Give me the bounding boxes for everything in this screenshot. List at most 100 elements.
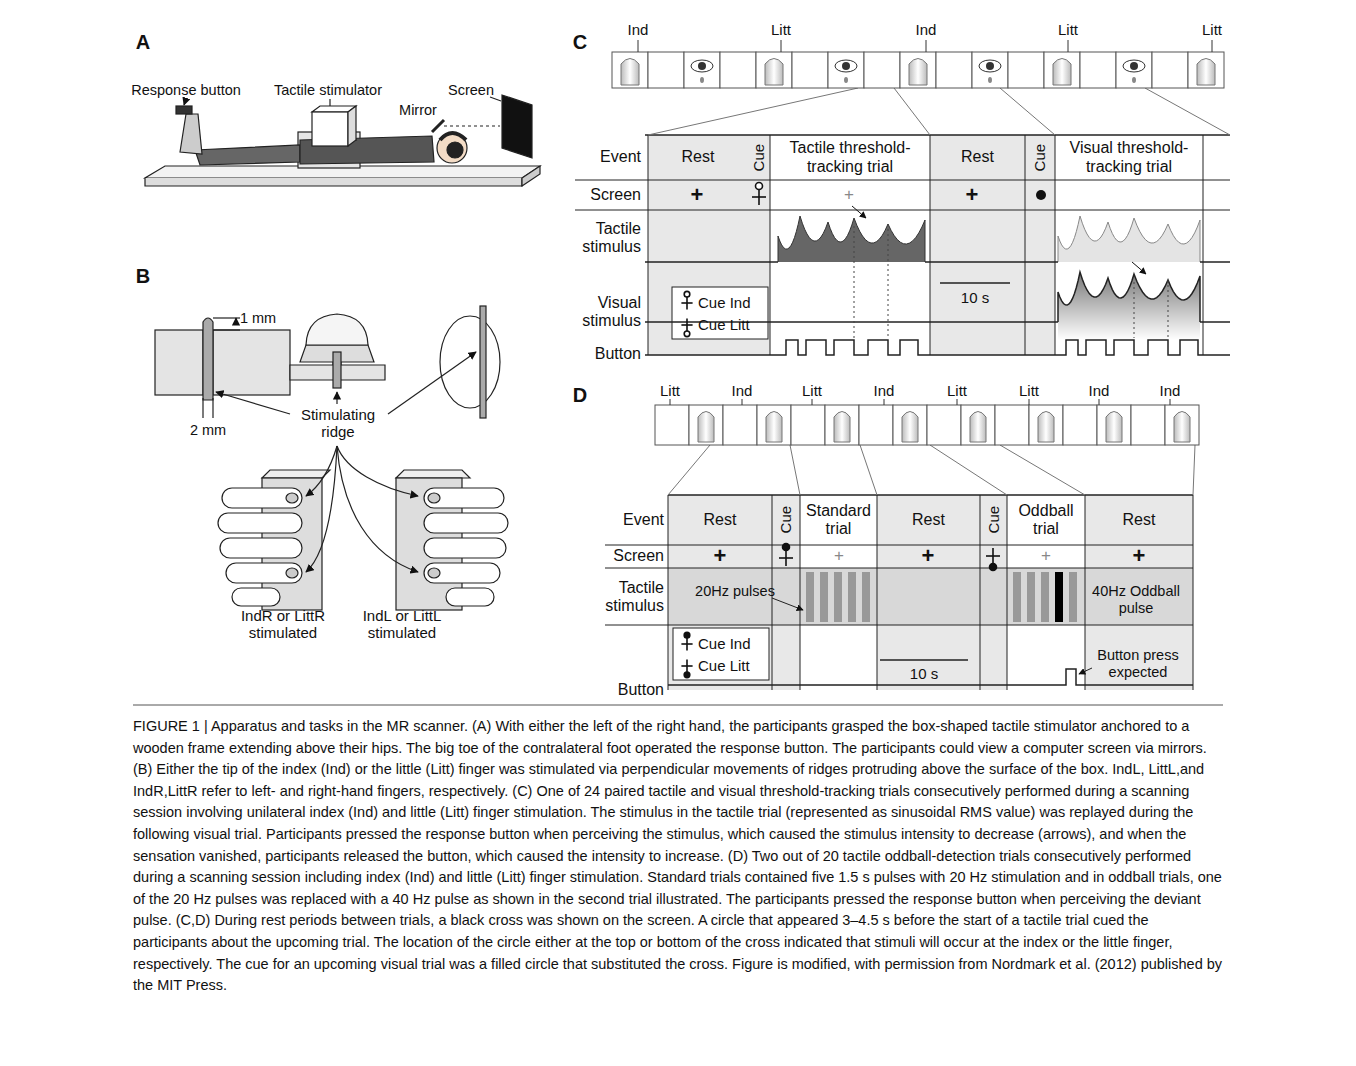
replayed-tactile-waveform	[1058, 216, 1200, 262]
stimulator-illustration	[262, 470, 330, 478]
timeline-table-d	[668, 445, 710, 495]
tactile-baseline	[925, 261, 1058, 263]
strip-frame	[961, 405, 995, 445]
timeline-table-d	[605, 625, 1193, 626]
cue-symbol	[684, 672, 690, 678]
stimulator-illustration	[155, 330, 203, 395]
stimulator-illustration	[424, 563, 500, 583]
cue-symbol	[681, 302, 692, 304]
figure-caption: FIGURE 1 | Apparatus and tasks in the MR…	[133, 716, 1223, 997]
scanner-illustration	[184, 99, 186, 105]
scanner-illustration	[180, 114, 202, 154]
cue-symbol	[681, 632, 692, 650]
finger-frame-icon	[970, 412, 986, 443]
finger-label: Ind	[916, 21, 937, 38]
fixation-cross: +	[1133, 543, 1146, 568]
fixation-cross: +	[691, 182, 704, 207]
stimulator-illustration	[480, 306, 486, 418]
strip-frame	[1116, 52, 1152, 88]
finger-label: Litt	[802, 382, 822, 399]
part-label: Stimulating ridge	[288, 406, 388, 441]
stimulator-illustration	[446, 588, 494, 606]
event-text: Rest	[912, 511, 945, 529]
strip-frame	[720, 52, 756, 88]
scanner-illustration	[145, 95, 540, 186]
event-text: Cue	[1031, 144, 1048, 172]
visual-cue-dot	[1036, 190, 1046, 200]
finger-label: Litt	[771, 21, 791, 38]
event-cell: Rest	[1085, 495, 1193, 545]
finger-label: Ind	[628, 21, 649, 38]
part-label: Mirror	[399, 102, 437, 119]
standard-pulse	[848, 572, 856, 622]
standard-pulse	[820, 572, 828, 622]
stimulator-illustration	[424, 488, 504, 508]
strip-frame	[1044, 52, 1080, 88]
event-cell: Rest	[668, 495, 772, 545]
stimulus-waveforms	[645, 206, 1230, 622]
timeline-table-d	[790, 445, 800, 495]
strip-frame	[757, 405, 791, 445]
strip-tick	[1029, 399, 1030, 405]
session-strip-d	[655, 399, 1199, 445]
timeline-table-c	[940, 282, 1010, 284]
event-text: Tactile threshold-tracking trial	[774, 139, 926, 176]
timeline-table-d	[605, 545, 1193, 546]
finger-label: Litt	[1019, 382, 1039, 399]
strip-frame	[995, 405, 1029, 445]
strip-tick	[1099, 399, 1100, 405]
stimulator-illustration	[333, 352, 341, 388]
event-cell: Rest	[877, 495, 980, 545]
scanner-illustration	[437, 133, 467, 163]
timeline-table-d	[877, 495, 878, 690]
stimulator-illustration	[336, 392, 337, 404]
finger-label: Litt	[1058, 21, 1078, 38]
event-text: Oddball trial	[1011, 502, 1081, 539]
strip-frame	[689, 405, 723, 445]
timeline-table-d	[860, 445, 877, 495]
strip-frame	[792, 52, 828, 88]
standard-pulse	[862, 572, 870, 622]
stimulator-illustration	[428, 568, 440, 578]
strip-frame	[936, 52, 972, 88]
eye-icon	[988, 77, 992, 83]
session-strip-c	[612, 40, 1224, 88]
cue-cell: Cue	[748, 135, 770, 180]
strip-frame	[1152, 52, 1188, 88]
finger-frame-icon	[834, 412, 850, 443]
stimulator-illustration	[213, 330, 290, 395]
scanner-illustration	[447, 142, 463, 158]
stimulator-illustration	[337, 446, 418, 572]
row-label: Button	[618, 681, 664, 699]
caption-rule	[133, 705, 1223, 706]
strip-frame	[859, 405, 893, 445]
finger-frame-icon	[765, 59, 783, 86]
panel-letter: D	[573, 384, 587, 407]
legend-text: Cue Litt	[698, 316, 750, 333]
eye-icon	[691, 60, 713, 72]
eye-icon	[1132, 77, 1136, 83]
stimulator-illustration	[424, 513, 508, 533]
strip-frame	[1029, 405, 1063, 445]
event-cell: Oddball trial	[1007, 495, 1085, 545]
strip-tick	[638, 40, 639, 52]
timeline-table-d	[605, 568, 1193, 569]
scanner-illustration	[176, 106, 192, 114]
cue-symbol	[986, 555, 1000, 557]
timeline-table-d	[605, 445, 1195, 690]
panel-letter: C	[573, 31, 587, 54]
strip-tick	[1068, 40, 1069, 52]
finger-frame-icon	[698, 412, 714, 443]
timeline-table-d	[800, 495, 801, 690]
timeline-table-d	[1085, 495, 1086, 690]
panel-letter: B	[136, 265, 150, 288]
strip-frame	[828, 52, 864, 88]
finger-label: Litt	[660, 382, 680, 399]
scanner-illustration	[440, 133, 466, 140]
timeline-table-c	[1000, 88, 1055, 135]
eye-icon	[698, 62, 706, 70]
stimulator-illustration	[286, 568, 298, 578]
timeline-table-c	[1145, 88, 1230, 135]
strip-frame	[893, 405, 927, 445]
fixation-cross: +	[1041, 546, 1051, 566]
